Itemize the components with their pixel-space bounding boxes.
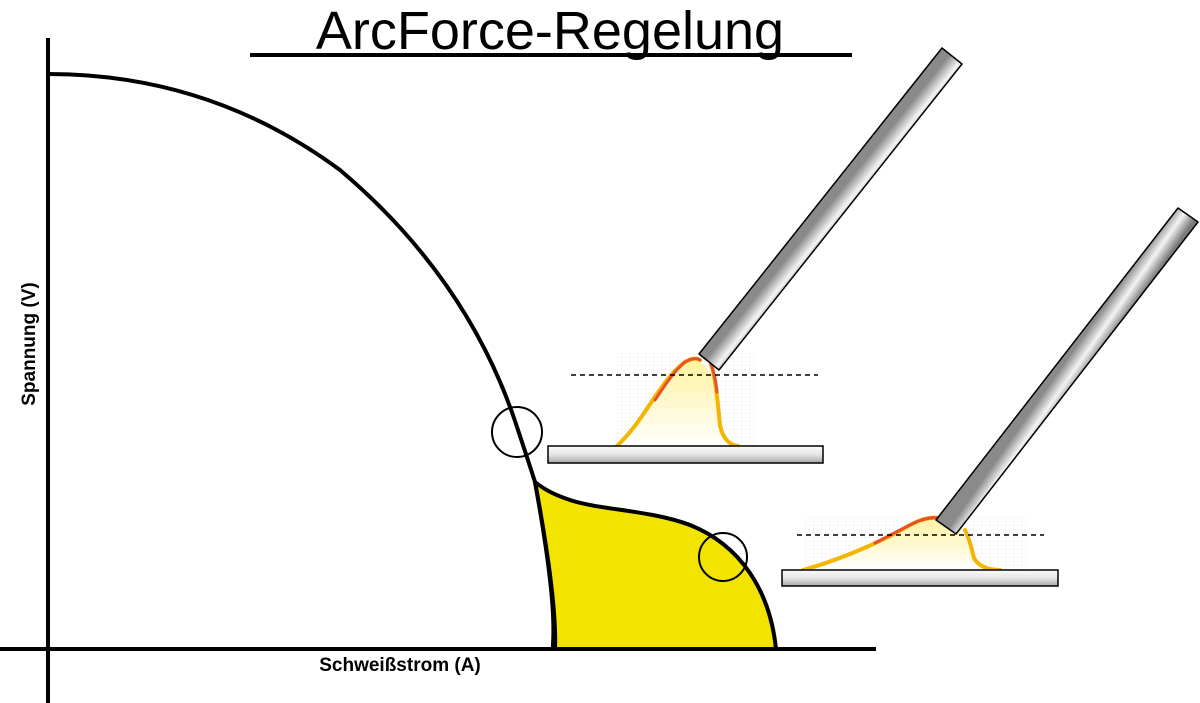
diagram-title: ArcForce-Regelung xyxy=(315,1,785,61)
arc-glow xyxy=(617,360,738,446)
welding-scene-short-arc xyxy=(781,207,1199,587)
operating-point-circle-upper xyxy=(491,406,543,458)
arc-edge-right xyxy=(963,528,1002,572)
operating-point-circle-lower xyxy=(698,532,748,582)
workpiece-plate xyxy=(547,445,824,464)
arc-edge-left-red xyxy=(653,357,702,402)
voltage-current-characteristic-curve xyxy=(46,72,558,651)
electrode-rod xyxy=(935,207,1199,535)
x-axis-label: Schweißstrom (A) xyxy=(319,655,481,676)
arc-edge-right-red xyxy=(709,362,719,394)
electrode-rod xyxy=(698,47,963,371)
workpiece-plate xyxy=(781,569,1059,587)
arcforce-highlight-area xyxy=(533,480,778,651)
welding-scene-long-arc xyxy=(547,47,963,464)
y-axis-label: Spannung (V) xyxy=(19,282,40,406)
